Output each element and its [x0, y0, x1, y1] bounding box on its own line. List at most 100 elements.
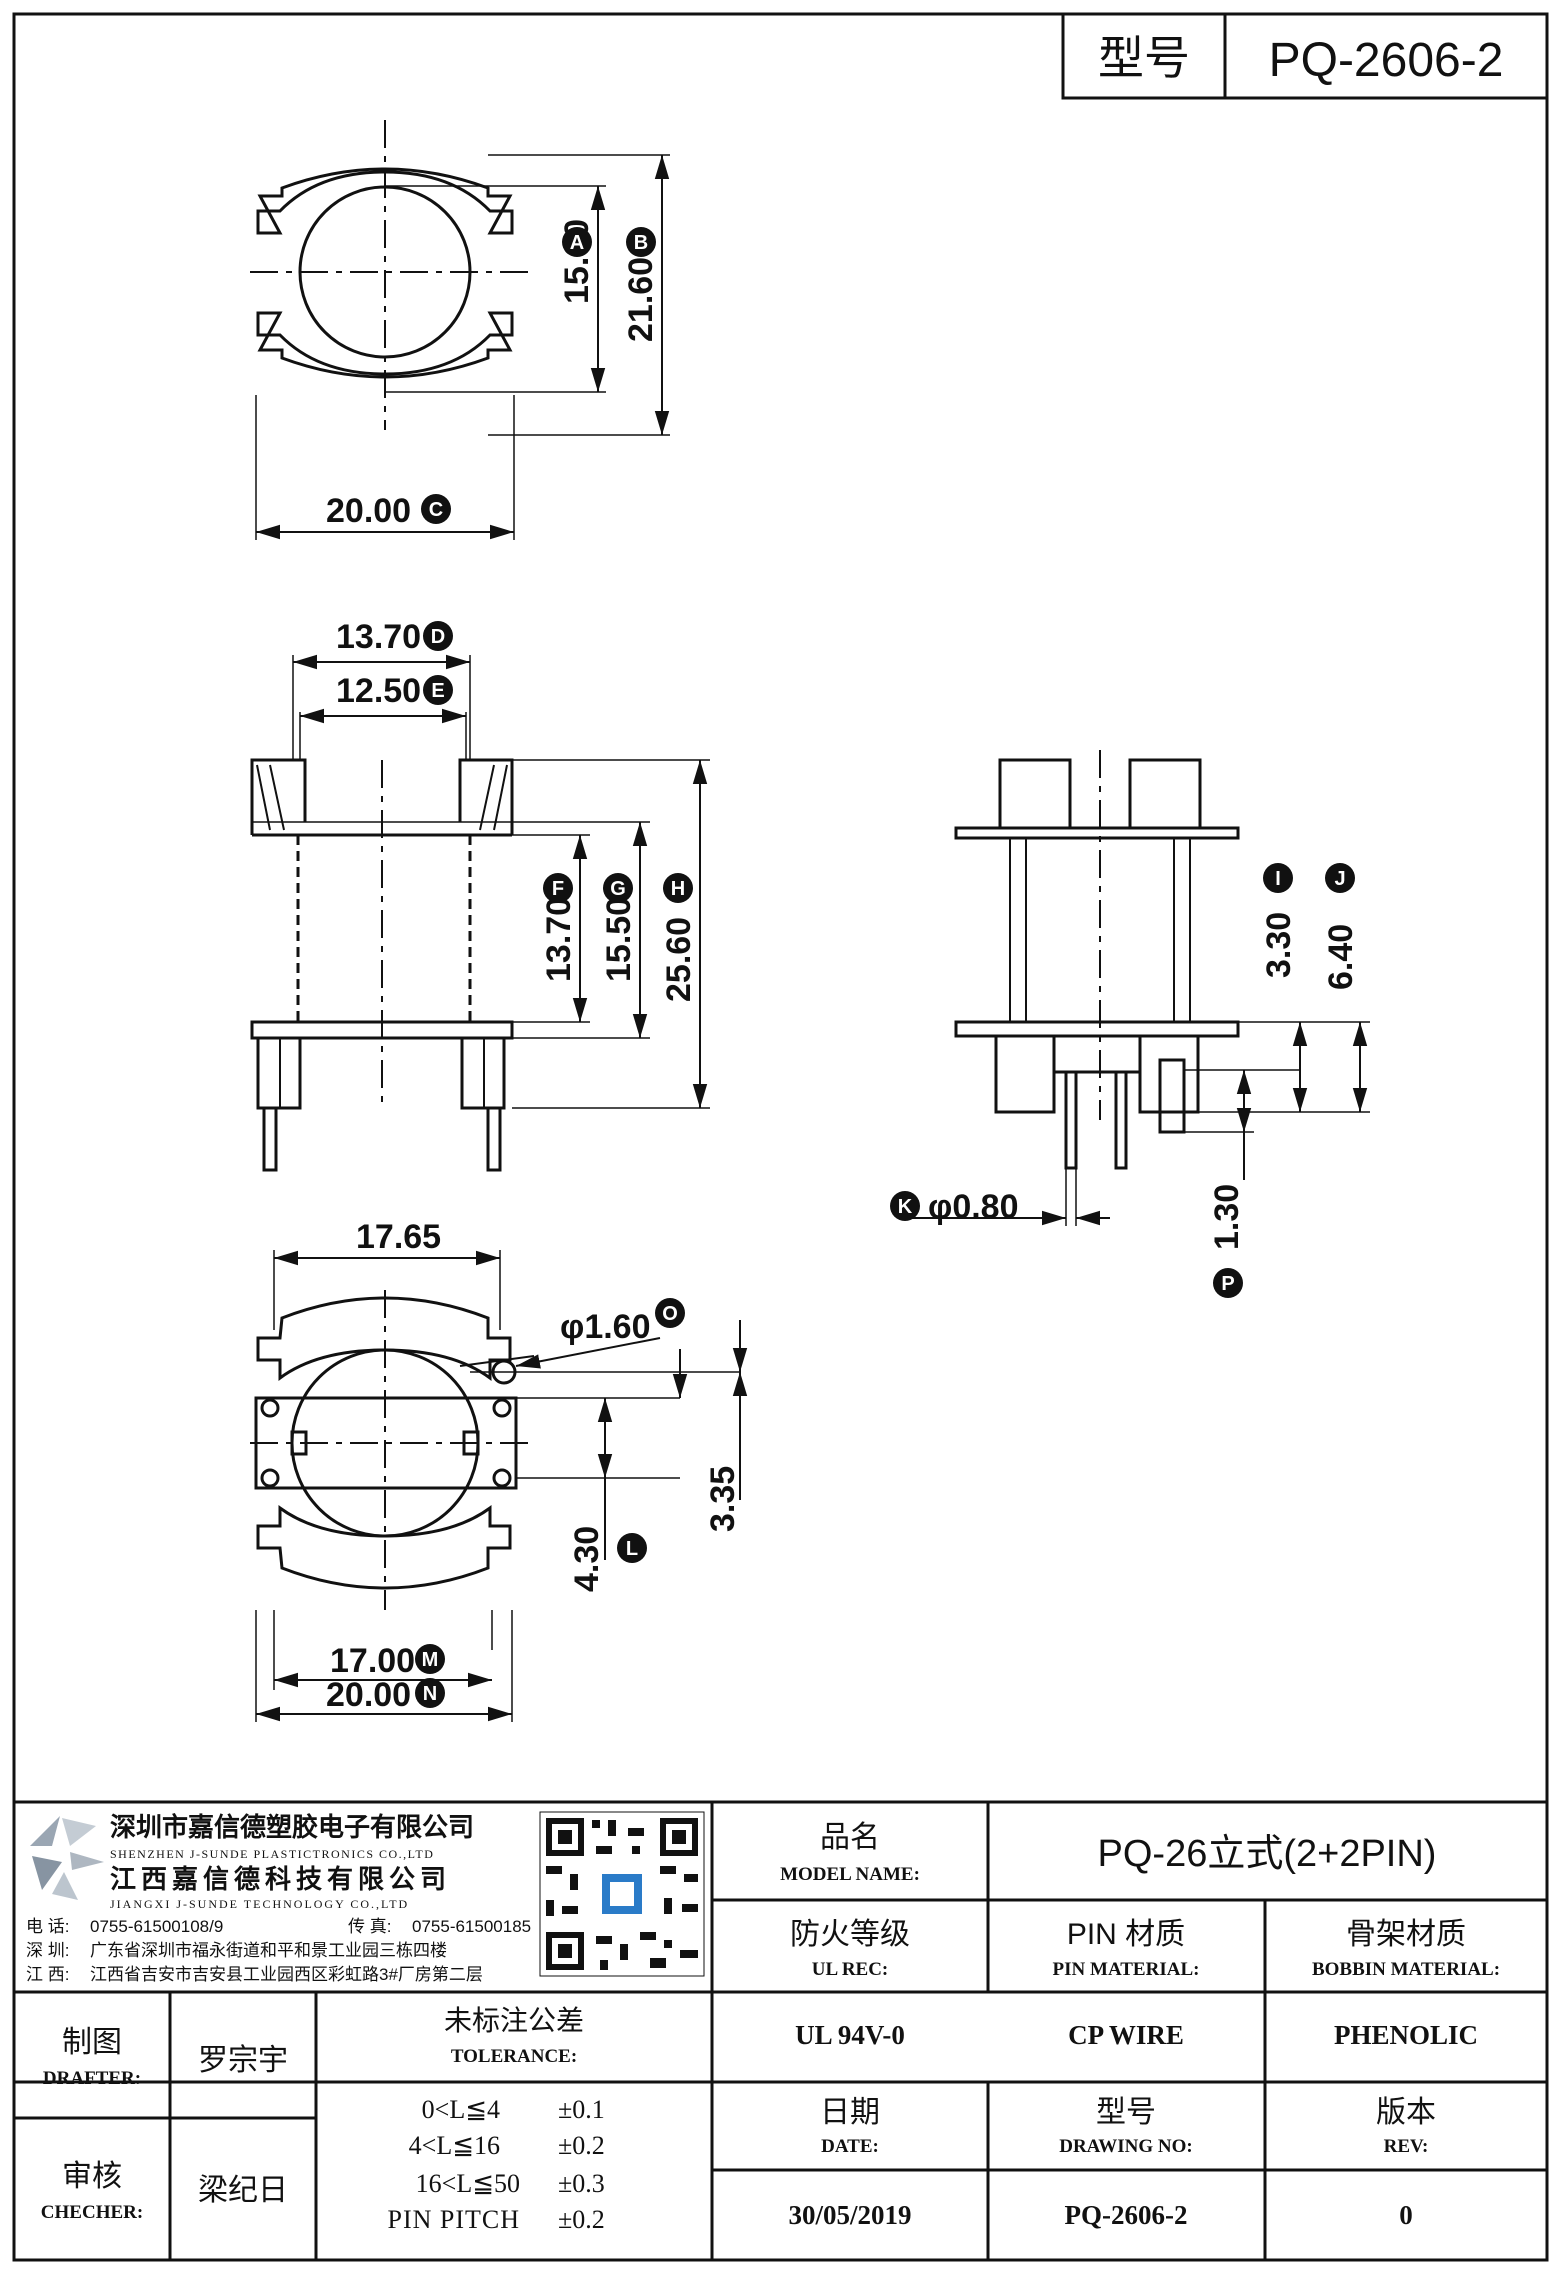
dim-E-marker — [423, 675, 453, 705]
tol-range-3: 16<L≦50 — [416, 2169, 520, 2198]
dim-pitch-value: 3.35 — [704, 1466, 742, 1532]
dim-H-marker — [663, 873, 693, 903]
dim-K-marker — [890, 1191, 920, 1221]
top-view — [250, 120, 670, 540]
dim-C-value: 20.00 — [326, 492, 411, 530]
company-name-en-2: JIANGXI J-SUNDE TECHNOLOGY CO.,LTD — [110, 1897, 409, 1911]
dim-I-letter: I — [1275, 868, 1281, 890]
checker-en: CHECHER: — [41, 2202, 143, 2223]
side-view — [900, 750, 1370, 1226]
dim-A-letter: A — [570, 232, 584, 254]
phone-label: 电 话: — [26, 1917, 69, 1936]
company-name-cn-1: 深圳市嘉信德塑胶电子有限公司 — [110, 1812, 474, 1842]
checker-cn: 审核 — [62, 2160, 122, 2193]
title-block: 深圳市嘉信德塑胶电子有限公司 SHENZHEN J-SUNDE PLASTICT… — [14, 1800, 1547, 2260]
dim-G-letter: G — [610, 878, 626, 900]
dim-B-value: 21.60 — [622, 257, 660, 342]
dim-K-letter: K — [898, 1196, 913, 1218]
ul-en: UL REC: — [812, 1959, 889, 1980]
ul-value: UL 94V-0 — [795, 2020, 905, 2050]
tol-range-1: 0<L≦4 — [422, 2095, 500, 2124]
dim-H-letter: H — [671, 878, 685, 900]
dim-N-marker — [415, 1678, 445, 1708]
dim-C-letter: C — [429, 499, 443, 521]
dim-O-marker — [655, 1298, 685, 1328]
dim-J-value: 6.40 — [1322, 924, 1360, 990]
dim-L-value: 4.30 — [568, 1526, 606, 1592]
dim-B-letter: B — [634, 232, 648, 254]
dim-I-marker — [1263, 863, 1293, 893]
drafter-cn: 制图 — [62, 2026, 122, 2059]
header-part-no: PQ-2606-2 — [1269, 34, 1504, 87]
rev-cn: 版本 — [1376, 2096, 1436, 2129]
tolerance-en: TOLERANCE: — [451, 2046, 577, 2067]
top-view-dims: 15.00 A 21.60 B 20.00 C — [326, 219, 660, 530]
tol-range-4: PIN PITCH — [387, 2205, 520, 2234]
drafter-en: DRAFTER: — [43, 2068, 141, 2089]
tol-value-2: ±0.2 — [558, 2131, 605, 2160]
addr-jx-value: 江西省吉安市吉安县工业园西区彩虹路3#厂房第二层 — [90, 1965, 483, 1984]
dim-M-marker — [415, 1644, 445, 1674]
tol-value-3: ±0.3 — [558, 2169, 605, 2198]
dim-G-value: 15.50 — [600, 897, 638, 982]
dim-G-marker — [603, 873, 633, 903]
tol-range-2: 4<L≦16 — [409, 2131, 500, 2160]
dim-O-value: φ1.60 — [560, 1308, 651, 1346]
dim-A-marker — [562, 227, 592, 257]
pin-material-en: PIN MATERIAL: — [1053, 1959, 1200, 1980]
pin-material-cn: PIN 材质 — [1067, 1918, 1185, 1951]
drawing-no-value: PQ-2606-2 — [1065, 2200, 1188, 2230]
rev-value: 0 — [1399, 2200, 1413, 2230]
dim-L-marker — [617, 1533, 647, 1563]
dim-P-marker — [1213, 1268, 1243, 1298]
header-type-label: 型号 — [1098, 32, 1190, 84]
bobbin-material-value: PHENOLIC — [1334, 2020, 1478, 2050]
dim-F-marker — [543, 873, 573, 903]
bottom-view — [250, 1250, 748, 1722]
bobbin-material-en: BOBBIN MATERIAL: — [1312, 1959, 1500, 1980]
tol-value-4: ±0.2 — [558, 2205, 605, 2234]
addr-jx-label: 江 西: — [26, 1965, 69, 1984]
dim-P-letter: P — [1221, 1273, 1234, 1295]
addr-sz-label: 深 圳: — [26, 1941, 69, 1960]
dim-P-value: 1.30 — [1208, 1184, 1246, 1250]
checker-value: 梁纪日 — [198, 2174, 288, 2207]
phone-value: 0755-61500108/9 — [90, 1917, 223, 1936]
fax-value: 0755-61500185 — [412, 1917, 531, 1936]
drawing-no-cn: 型号 — [1096, 2096, 1156, 2129]
dim-D-letter: D — [431, 626, 445, 648]
dim-E-letter: E — [431, 680, 444, 702]
dim-C-marker — [421, 494, 451, 524]
date-en: DATE: — [821, 2136, 879, 2157]
front-view — [250, 654, 710, 1172]
ul-cn: 防火等级 — [790, 1918, 910, 1951]
dim-D-marker — [423, 621, 453, 651]
dim-K-value: φ0.80 — [928, 1188, 1019, 1226]
dim-N-value: 20.00 — [326, 1676, 411, 1714]
model-name-value: PQ-26立式(2+2PIN) — [1098, 1833, 1437, 1875]
date-cn: 日期 — [820, 2096, 880, 2129]
bobbin-material-cn: 骨架材质 — [1346, 1918, 1466, 1951]
dim-L-letter: L — [626, 1538, 638, 1560]
pin-material-value: CP WIRE — [1068, 2020, 1184, 2050]
tolerance-cn: 未标注公差 — [444, 2005, 584, 2036]
dim-M-value: 17.00 — [330, 1642, 415, 1680]
dim-J-letter: J — [1334, 868, 1345, 890]
dim-E-value: 12.50 — [336, 672, 421, 710]
model-name-en: MODEL NAME: — [780, 1864, 920, 1885]
company-logo — [30, 1816, 104, 1900]
header-box: 型号 PQ-2606-2 — [1061, 12, 1549, 100]
bottom-view-dims: 17.65 φ1.60 O 3.35 4.30 L 17.00 M 20.00 … — [326, 1218, 742, 1714]
qr-code — [539, 1811, 705, 1977]
rev-en: REV: — [1384, 2136, 1429, 2157]
fax-label: 传 真: — [348, 1917, 391, 1936]
company-name-cn-2: 江西嘉信德科技有限公司 — [110, 1864, 451, 1894]
sheet-frame — [12, 12, 1549, 2262]
dim-F-value: 13.70 — [540, 897, 578, 982]
model-name-cn: 品名 — [820, 1821, 880, 1854]
dim-O-letter: O — [662, 1303, 678, 1325]
dim-B-marker — [626, 227, 656, 257]
dim-H-value: 25.60 — [660, 917, 698, 1002]
